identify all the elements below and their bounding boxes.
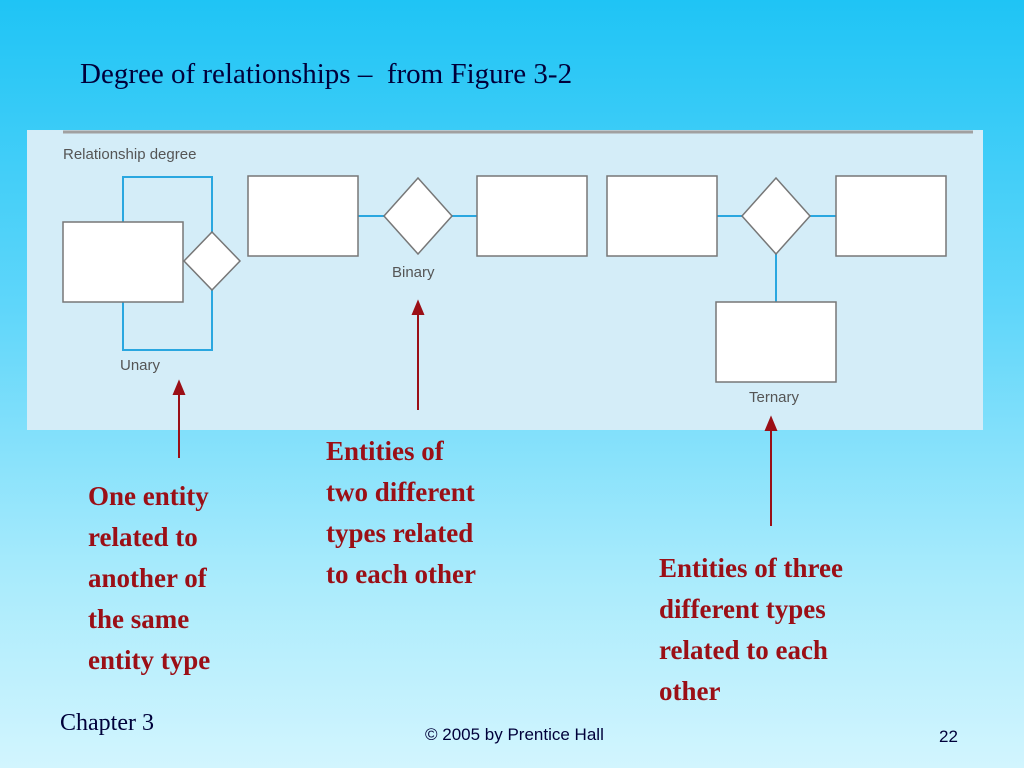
- ternary-entity-box-bottom: [715, 301, 837, 383]
- slide-title: Degree of relationships – from Figure 3-…: [80, 58, 573, 90]
- unary-annotation: One entity related to another of the sam…: [88, 476, 210, 681]
- ternary-label: Ternary: [749, 389, 800, 406]
- annotation-line: another of: [88, 563, 207, 593]
- footer-chapter: Chapter 3: [60, 710, 154, 736]
- binary-group: Binary: [247, 175, 588, 281]
- unary-group: Unary: [62, 176, 242, 374]
- annotation-line: One entity: [88, 481, 209, 511]
- relationship-degree-figure: Relationship degree Unary Binary: [27, 130, 983, 430]
- annotation-line: entity type: [88, 645, 211, 675]
- binary-entity-box-right: [476, 175, 588, 257]
- unary-entity-box: [62, 221, 184, 303]
- annotation-line: two different: [326, 477, 475, 507]
- annotation-line: different types: [659, 594, 826, 624]
- annotation-line: Entities of three: [659, 553, 843, 583]
- ternary-annotation: Entities of three different types relate…: [659, 548, 843, 712]
- unary-loop-top: [122, 176, 213, 232]
- annotation-line: related to each: [659, 635, 828, 665]
- binary-label: Binary: [392, 264, 435, 281]
- figure-heading: Relationship degree: [63, 146, 196, 163]
- annotation-line: to each other: [326, 559, 476, 589]
- ternary-entity-box-right: [835, 175, 947, 257]
- relationship-degree-diagram: Relationship degree Unary Binary: [62, 130, 973, 406]
- binary-annotation: Entities of two different types related …: [326, 431, 476, 595]
- unary-loop-bottom: [122, 290, 213, 351]
- unary-label: Unary: [120, 357, 161, 374]
- ternary-group: Ternary: [606, 175, 947, 406]
- annotation-line: the same: [88, 604, 190, 634]
- annotation-line: related to: [88, 522, 198, 552]
- binary-relationship-diamond: [382, 176, 454, 256]
- annotation-line: Entities of: [326, 436, 444, 466]
- annotation-line: other: [659, 676, 721, 706]
- annotation-line: types related: [326, 518, 474, 548]
- unary-relationship-diamond: [182, 230, 242, 292]
- binary-entity-box-left: [247, 175, 359, 257]
- ternary-entity-box-left: [606, 175, 718, 257]
- footer-copyright: © 2005 by Prentice Hall: [425, 725, 604, 744]
- ternary-relationship-diamond: [740, 176, 812, 256]
- footer-page-number: 22: [939, 727, 958, 746]
